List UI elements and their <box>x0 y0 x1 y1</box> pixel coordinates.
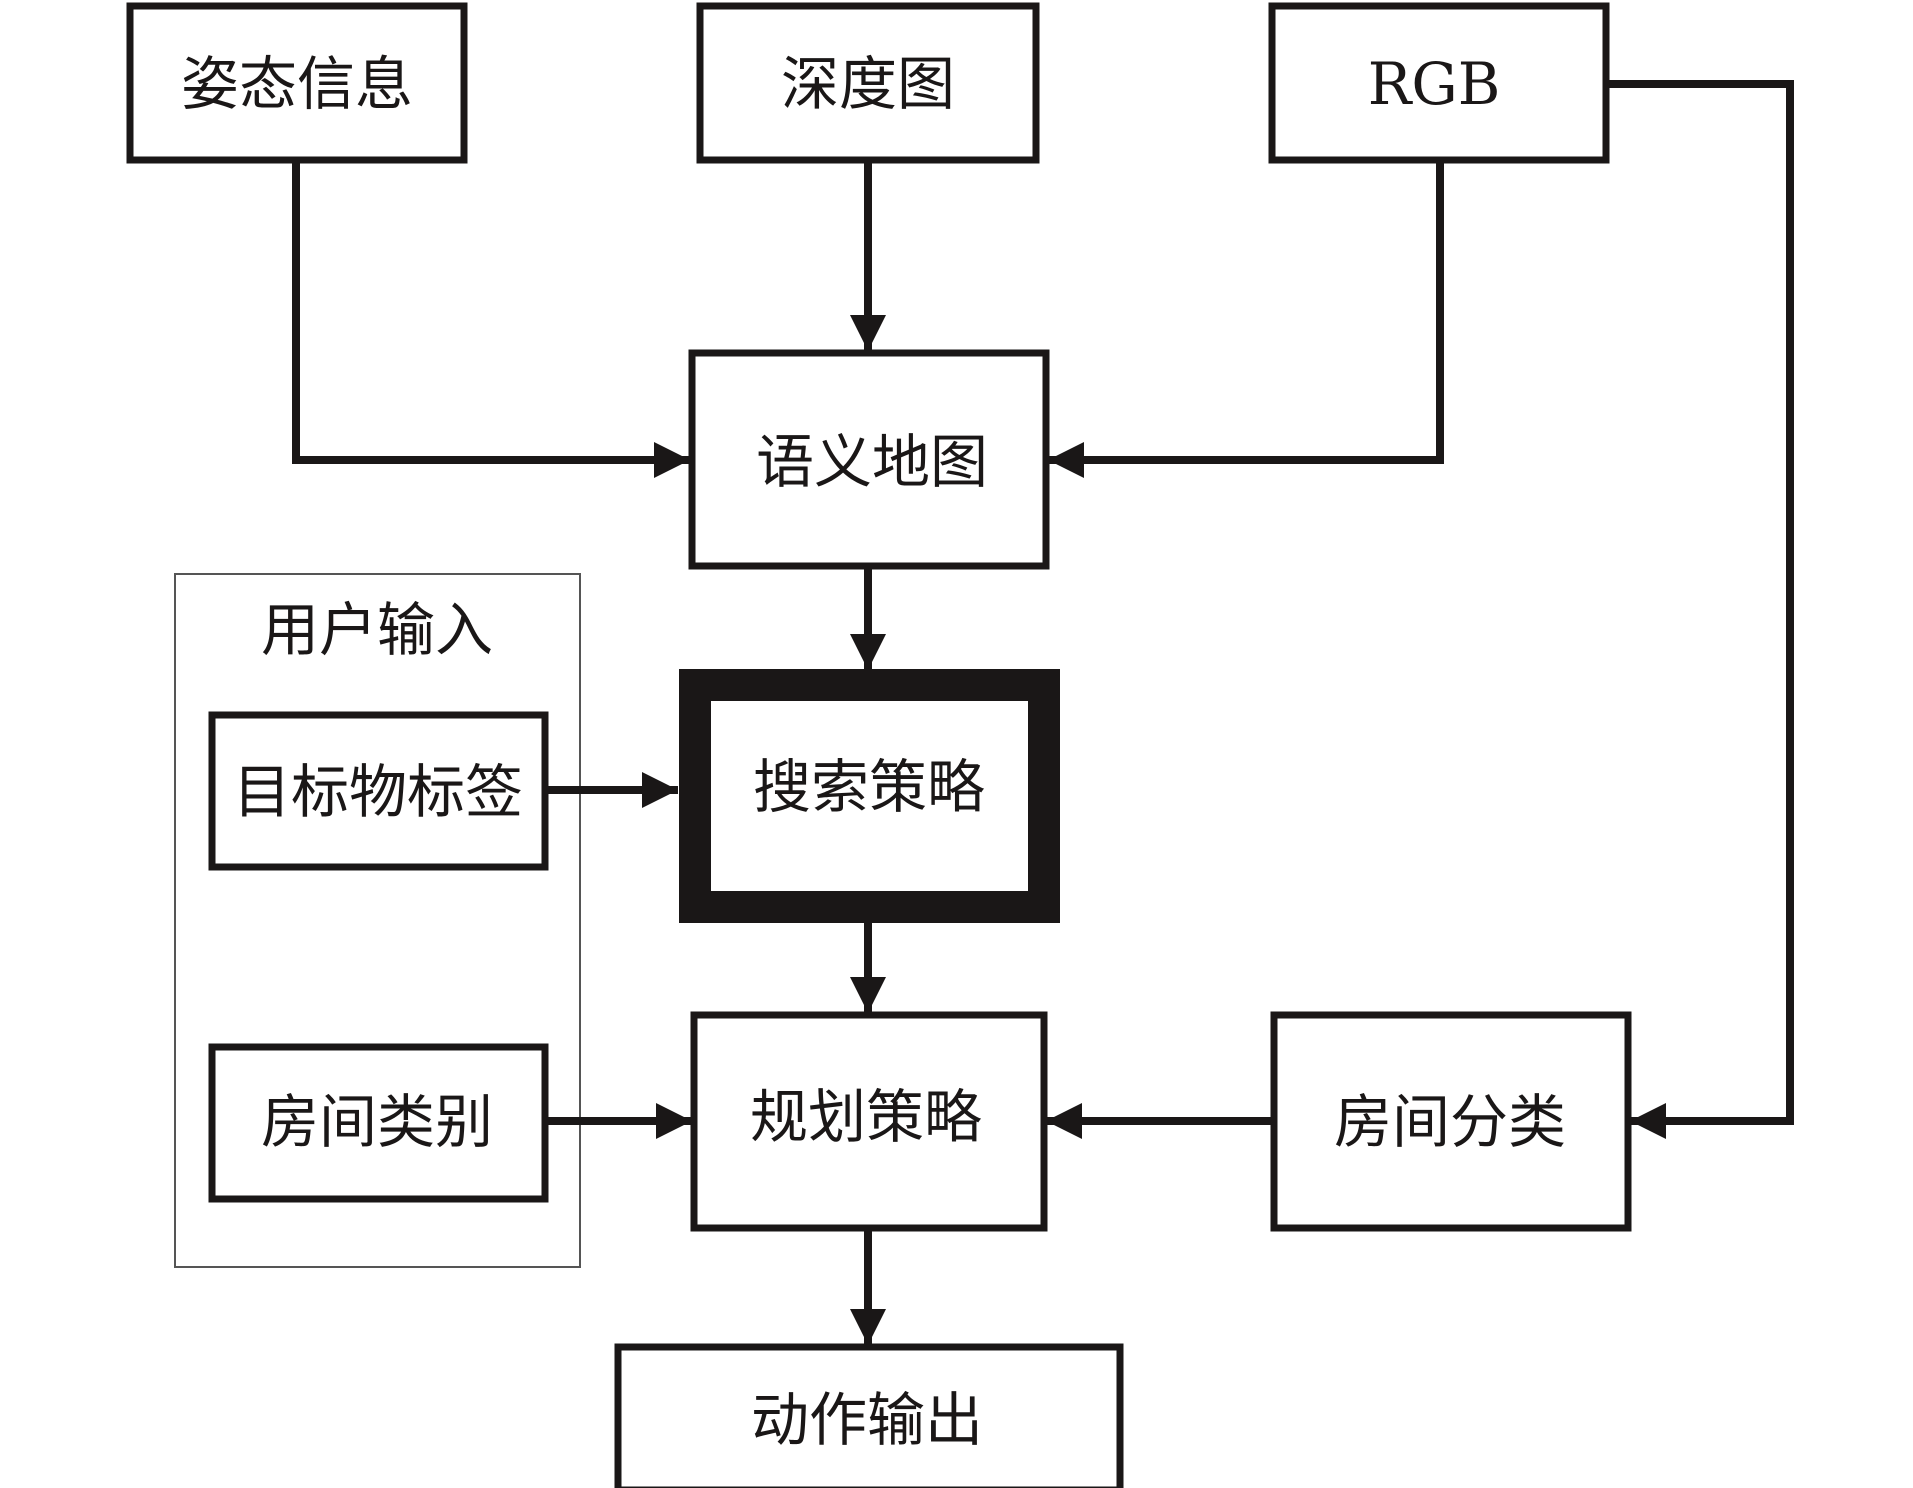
node-action-output: 动作输出 <box>614 1343 1124 1488</box>
node-depth-label: 深度图 <box>781 50 955 118</box>
node-semantic-map: 语义地图 <box>688 349 1050 570</box>
node-room-classification: 房间分类 <box>1270 1011 1632 1232</box>
node-rgb-label: RGB <box>1368 50 1501 118</box>
node-pose-label: 姿态信息 <box>181 50 413 118</box>
connectors <box>292 80 1794 1345</box>
node-action-output-label: 动作输出 <box>751 1386 983 1454</box>
node-depth: 深度图 <box>696 2 1040 164</box>
node-room-category-label: 房间类别 <box>261 1088 493 1156</box>
node-pose: 姿态信息 <box>126 2 468 164</box>
user-input-group-label: 用户输入 <box>261 596 493 664</box>
node-semantic-map-label: 语义地图 <box>756 428 988 496</box>
node-planning-strategy-label: 规划策略 <box>750 1083 982 1151</box>
arrow-pose-to-semantic-map <box>292 160 690 478</box>
node-target-label-label: 目标物标签 <box>233 758 523 826</box>
arrow-rgb-to-semantic-map <box>1048 160 1444 478</box>
node-room-classification-label: 房间分类 <box>1334 1088 1566 1156</box>
node-search-strategy: 搜索策略 <box>679 669 1060 923</box>
arrow-rgb-to-room-classification <box>1608 80 1794 1139</box>
user-input-group: 用户输入 <box>174 573 581 1268</box>
node-room-category: 房间类别 <box>208 1043 549 1203</box>
node-rgb: RGB <box>1268 2 1610 164</box>
node-search-strategy-label: 搜索策略 <box>753 753 985 821</box>
node-target-label: 目标物标签 <box>208 711 549 871</box>
node-planning-strategy: 规划策略 <box>690 1011 1048 1232</box>
